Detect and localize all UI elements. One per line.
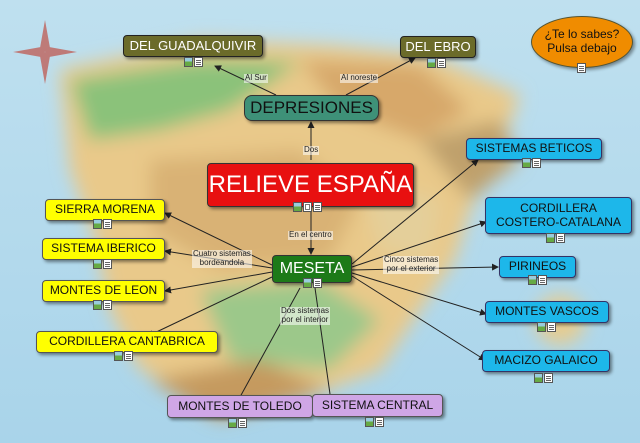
node-del-ebro[interactable]: DEL EBRO bbox=[400, 36, 476, 58]
node-cordillera-costero-catalana[interactable]: CORDILLERA COSTERO-CATALANA bbox=[485, 197, 632, 234]
link-label-cuatro-sistemas: Cuatro sistemas bordeandola bbox=[192, 249, 252, 268]
node-meseta[interactable]: MESETA bbox=[272, 255, 352, 283]
node-icons bbox=[114, 351, 133, 361]
node-label: SISTEMAS BETICOS bbox=[475, 141, 593, 156]
node-icons bbox=[528, 275, 547, 285]
document-icon[interactable] bbox=[194, 57, 203, 67]
node-sistema-iberico[interactable]: SISTEMA IBERICO bbox=[42, 238, 165, 260]
link-label-dos-interior: Dos sistemas por el interior bbox=[280, 306, 331, 325]
image-icon[interactable] bbox=[114, 351, 123, 361]
node-icons bbox=[303, 278, 322, 288]
image-icon[interactable] bbox=[528, 275, 537, 285]
node-icons bbox=[93, 259, 112, 269]
node-sierra-morena[interactable]: SIERRA MORENA bbox=[45, 199, 165, 221]
document-icon[interactable] bbox=[577, 63, 586, 73]
document-icon[interactable] bbox=[313, 278, 322, 288]
node-label: MACIZO GALAICO bbox=[494, 353, 598, 368]
image-icon[interactable] bbox=[303, 278, 312, 288]
node-label: DEPRESIONES bbox=[250, 98, 373, 118]
image-icon[interactable] bbox=[228, 418, 237, 428]
image-icon[interactable] bbox=[93, 219, 102, 229]
document-icon[interactable] bbox=[238, 418, 247, 428]
document-icon[interactable] bbox=[103, 219, 112, 229]
link-label-al-noreste: Al noreste bbox=[340, 73, 379, 83]
node-label: DEL EBRO bbox=[405, 38, 471, 54]
document-icon[interactable] bbox=[375, 417, 384, 427]
image-icon[interactable] bbox=[93, 300, 102, 310]
node-icons bbox=[427, 58, 446, 68]
node-icons bbox=[522, 158, 541, 168]
node-icons bbox=[534, 373, 553, 383]
node-icons bbox=[93, 300, 112, 310]
image-icon[interactable] bbox=[427, 58, 436, 68]
image-icon[interactable] bbox=[365, 417, 374, 427]
node-label: MONTES DE LEON bbox=[49, 283, 158, 298]
node-icons bbox=[546, 233, 565, 243]
node-label: DEL GUADALQUIVIR bbox=[129, 37, 257, 53]
quiz-bubble[interactable]: ¿Te lo sabes? Pulsa debajo bbox=[531, 16, 633, 68]
node-icons bbox=[365, 417, 384, 427]
node-label: CORDILLERA COSTERO-CATALANA bbox=[496, 200, 621, 229]
quiz-label: ¿Te lo sabes? Pulsa debajo bbox=[544, 27, 620, 55]
node-label: SIERRA MORENA bbox=[54, 202, 156, 217]
link-label-dos: Dos bbox=[303, 145, 320, 155]
compass-rose-icon bbox=[13, 20, 77, 84]
node-relieve-espana[interactable]: RELIEVE ESPAÑA bbox=[207, 163, 414, 207]
node-icons bbox=[184, 57, 203, 67]
image-icon[interactable] bbox=[293, 202, 302, 212]
node-label: RELIEVE ESPAÑA bbox=[208, 171, 413, 199]
node-label: SISTEMA IBERICO bbox=[51, 241, 156, 256]
document-icon[interactable] bbox=[124, 351, 133, 361]
node-icons bbox=[537, 322, 556, 332]
document-icon[interactable] bbox=[313, 202, 322, 212]
document-icon[interactable] bbox=[103, 300, 112, 310]
node-label: MONTES DE TOLEDO bbox=[178, 398, 302, 413]
node-sistema-central[interactable]: SISTEMA CENTRAL bbox=[312, 394, 443, 417]
node-montes-de-toledo[interactable]: MONTES DE TOLEDO bbox=[167, 395, 313, 418]
image-icon[interactable] bbox=[534, 373, 543, 383]
document-icon[interactable] bbox=[547, 322, 556, 332]
node-sistemas-beticos[interactable]: SISTEMAS BETICOS bbox=[466, 138, 602, 160]
link-label-cinco-sistemas: Cinco sistemas por el exterior bbox=[383, 255, 440, 274]
node-label: SISTEMA CENTRAL bbox=[321, 397, 434, 412]
link-label-en-el-centro: En el centro bbox=[288, 230, 333, 240]
image-icon[interactable] bbox=[184, 57, 193, 67]
node-pirineos[interactable]: PIRINEOS bbox=[499, 256, 576, 278]
node-label: CORDILLERA CANTABRICA bbox=[49, 334, 205, 349]
image-icon[interactable] bbox=[93, 259, 102, 269]
node-label: MESETA bbox=[279, 259, 345, 277]
quiz-icons bbox=[577, 63, 586, 73]
link-label-al-sur: Al Sur bbox=[244, 73, 268, 83]
node-cordillera-cantabrica[interactable]: CORDILLERA CANTABRICA bbox=[36, 331, 218, 353]
node-del-guadalquivir[interactable]: DEL GUADALQUIVIR bbox=[123, 35, 263, 57]
image-icon[interactable] bbox=[537, 322, 546, 332]
node-montes-de-leon[interactable]: MONTES DE LEON bbox=[42, 280, 165, 302]
node-icons bbox=[293, 202, 322, 212]
document-icon[interactable] bbox=[437, 58, 446, 68]
document-icon[interactable] bbox=[103, 259, 112, 269]
node-macizo-galaico[interactable]: MACIZO GALAICO bbox=[482, 350, 610, 372]
document-icon[interactable] bbox=[532, 158, 541, 168]
image-icon[interactable] bbox=[522, 158, 531, 168]
node-depresiones[interactable]: DEPRESIONES bbox=[244, 95, 379, 121]
node-icons bbox=[93, 219, 112, 229]
node-label: MONTES VASCOS bbox=[495, 304, 599, 319]
map-icon[interactable] bbox=[303, 202, 312, 212]
node-label: PIRINEOS bbox=[508, 259, 567, 274]
node-montes-vascos[interactable]: MONTES VASCOS bbox=[485, 301, 609, 323]
node-icons bbox=[228, 418, 247, 428]
document-icon[interactable] bbox=[538, 275, 547, 285]
document-icon[interactable] bbox=[556, 233, 565, 243]
document-icon[interactable] bbox=[544, 373, 553, 383]
image-icon[interactable] bbox=[546, 233, 555, 243]
